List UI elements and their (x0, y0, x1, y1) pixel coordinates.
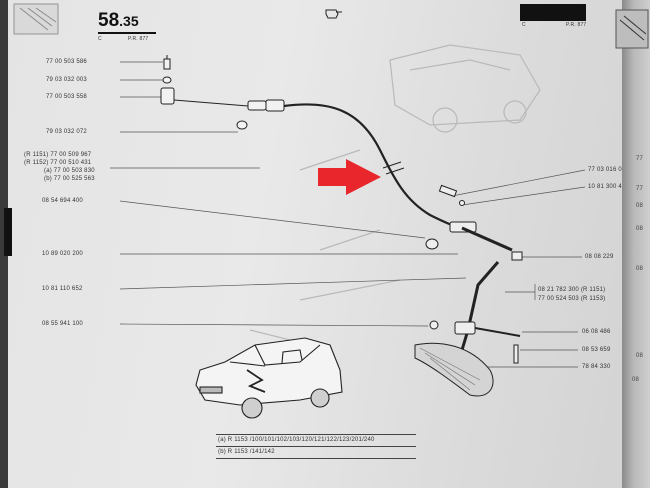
header-rule (98, 32, 156, 34)
page-number-main: 58 (98, 10, 120, 31)
part-number: (R 1152) 77 00 510 431 (24, 160, 92, 166)
next-page-fragment: 77 (636, 186, 644, 192)
part-number: 77 03 016 0 (588, 167, 622, 173)
part-number: 77 00 524 503 (R 1153) (538, 296, 606, 302)
application-note-a: (a) R 1153 /100/101/102/103/120/121/122/… (218, 437, 375, 443)
next-page-fragment: 08 (636, 266, 644, 272)
page-number: 58.35 (98, 10, 139, 32)
corner-illustration (13, 3, 59, 35)
part-number: 08 53 659 (582, 347, 611, 353)
renault-16-car-illustration (195, 337, 343, 419)
hand-pointer-icon (325, 9, 342, 19)
cable-break-mark-2 (385, 167, 405, 175)
page-code-c: C (98, 36, 102, 42)
next-page-fragment: 08 (636, 353, 644, 359)
part-number: 77 00 503 586 (46, 59, 87, 65)
red-arrow-icon (318, 159, 381, 195)
leader-lines-left (110, 61, 467, 327)
right-page-header-fragment (520, 4, 649, 49)
part-number: 08 08 229 (585, 254, 614, 260)
notes-rule-mid (216, 446, 416, 447)
application-note-b: (b) R 1153 /141/142 (218, 449, 275, 455)
page-number-sub: .35 (119, 13, 139, 29)
part-number: 79 03 032 003 (46, 77, 87, 83)
ghost-car-background (249, 44, 541, 351)
part-number: 08 21 782 300 (R 1151) (538, 287, 606, 293)
part-number: 08 55 941 100 (42, 321, 83, 327)
next-page-fragment: 08 (632, 377, 640, 383)
next-page-fragment: 08 (636, 226, 644, 232)
next-page-edge (622, 0, 650, 488)
part-number: 78 84 330 (582, 364, 611, 370)
notes-rule-top (216, 434, 416, 435)
right-page-code-c: C (522, 22, 526, 28)
right-page-code-pr: P.R. 877 (566, 22, 587, 28)
next-page-fragment: 77 (636, 156, 644, 162)
leader-lines-right (451, 169, 586, 368)
cable-break-mark-1 (382, 161, 402, 169)
part-number: 77 00 503 558 (46, 94, 87, 100)
part-number: (b) 77 00 525 563 (44, 176, 95, 182)
part-number: 79 03 032 072 (46, 129, 87, 135)
cable-end-parts (160, 55, 285, 130)
accelerator-cable (283, 103, 456, 228)
part-number: 10 89 020 200 (42, 251, 83, 257)
notes-rule-bottom (216, 458, 416, 459)
part-number: 08 54 694 400 (42, 198, 83, 204)
pedal-assembly (414, 184, 523, 397)
part-number: 10 81 300 4 (588, 184, 622, 190)
part-number: (R 1151) 77 00 509 967 (24, 152, 92, 158)
next-page-fragment: 08 (636, 203, 644, 209)
page-code-pr: P.R. 877 (128, 36, 149, 42)
part-number: (a) 77 00 503 830 (44, 168, 95, 174)
section-tab-marker (4, 208, 12, 256)
part-number: 06 08 486 (582, 329, 611, 335)
part-number: 10 81 110 652 (42, 286, 83, 292)
